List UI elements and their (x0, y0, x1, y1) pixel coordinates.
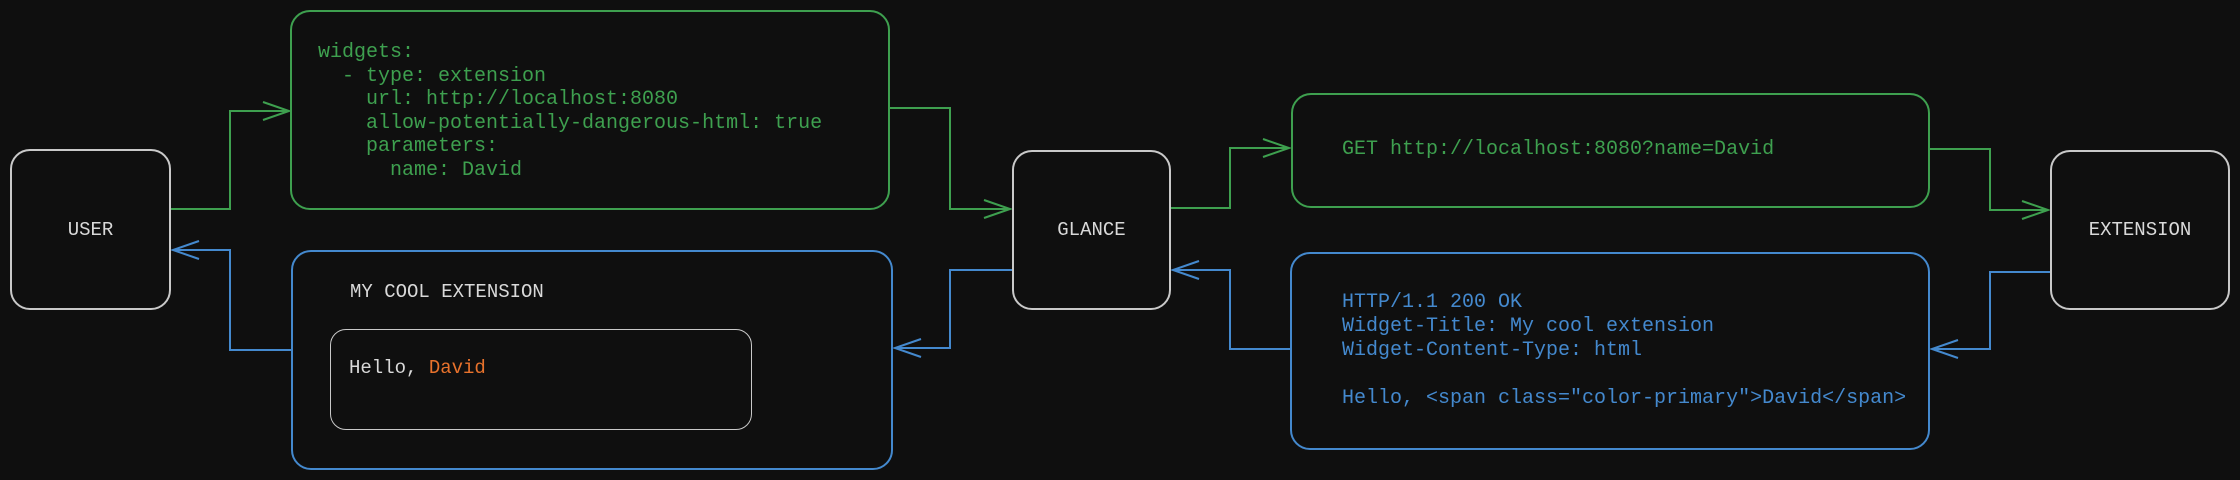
arrow-request-to-extension (1930, 148, 2052, 220)
rendered-widget-box: MY COOL EXTENSION Hello, David (291, 250, 893, 470)
node-extension-label: EXTENSION (2088, 219, 2192, 241)
widget-preview-frame: Hello, David (330, 329, 752, 430)
config-line: widgets: (318, 41, 415, 64)
config-line: parameters: (318, 135, 499, 158)
node-user: USER (10, 149, 171, 310)
config-yaml-box: widgets: - type: extension url: http://l… (290, 10, 890, 210)
node-extension: EXTENSION (2050, 150, 2230, 310)
arrow-config-to-glance (890, 107, 1014, 219)
config-line: - type: extension (318, 64, 547, 88)
arrow-response-to-glance (1169, 260, 1290, 350)
greeting-prefix: Hello, (349, 357, 429, 379)
http-request-box: GET http://localhost:8080?name=David (1291, 93, 1930, 208)
response-line: Widget-Content-Type: html (1342, 339, 1643, 362)
node-glance-label: GLANCE (1057, 219, 1126, 241)
response-line: Hello, <span class="color-primary">David… (1342, 387, 1907, 410)
widget-title: MY COOL EXTENSION (350, 281, 544, 303)
response-line: HTTP/1.1 200 OK (1342, 291, 1523, 314)
config-line: url: http://localhost:8080 (318, 88, 679, 111)
arrow-user-to-config (171, 101, 293, 210)
config-line: allow-potentially-dangerous-html: true (318, 111, 823, 135)
widget-greeting: Hello, David (349, 356, 486, 380)
response-line: Widget-Title: My cool extension (1342, 315, 1715, 338)
greeting-name: David (428, 357, 486, 379)
response-line (1342, 363, 1918, 387)
arrow-glance-to-widget (891, 269, 1012, 358)
arrow-widget-to-user (169, 240, 291, 351)
arrow-glance-to-request (1171, 138, 1293, 209)
config-line: name: David (318, 158, 523, 182)
http-response-box: HTTP/1.1 200 OK Widget-Title: My cool ex… (1290, 252, 1930, 450)
request-line: GET http://localhost:8080?name=David (1342, 138, 1775, 161)
arrow-extension-to-response (1928, 271, 2050, 359)
node-glance: GLANCE (1012, 150, 1171, 310)
node-user-label: USER (67, 218, 114, 241)
